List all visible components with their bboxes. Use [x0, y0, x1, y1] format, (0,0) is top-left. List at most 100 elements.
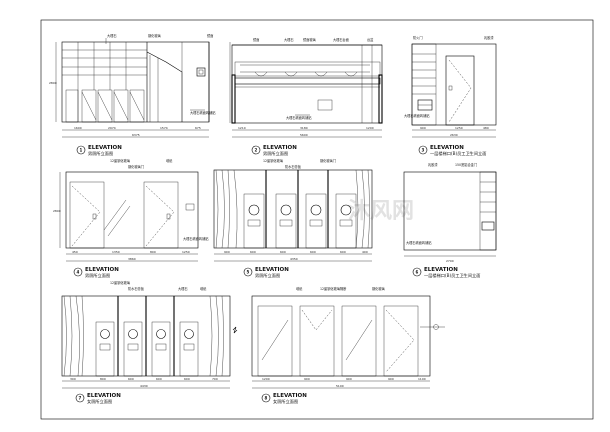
- material-callout: 大理石墙面砖铺贴: [190, 110, 216, 115]
- dimension-label: 4430: [140, 384, 148, 388]
- panel-8-tag: ELEVATION: [273, 393, 307, 399]
- dimension-label: 1100: [418, 377, 426, 381]
- material-callout: 大理石: [284, 37, 294, 42]
- dimension-label: 1574: [160, 126, 168, 130]
- material-callout: 大理石墙面砖铺贴: [286, 115, 312, 120]
- material-callout: 钢化玻璃: [148, 33, 162, 38]
- material-callout: 钢化玻璃门: [128, 164, 144, 169]
- dimension-label: 800: [100, 377, 106, 381]
- dimension-label: 450: [72, 250, 78, 254]
- material-callout: 大理石墙面砖铺贴: [183, 236, 209, 241]
- material-callout: 防水石膏板: [128, 286, 145, 291]
- panel-5-tag: ELEVATION: [255, 267, 289, 273]
- elevation-panel-3: 900 1250 480 2630 防火门 乳胶漆 大理石墙面砖铺贴 3 ELE…: [404, 35, 497, 157]
- panel-6-tag: ELEVATION: [424, 267, 458, 273]
- dimension-label: 3860: [128, 257, 136, 261]
- material-callout: 乳胶漆: [428, 162, 438, 167]
- panel-2-tag: ELEVATION: [263, 145, 297, 151]
- panel-number: 3: [422, 148, 425, 153]
- dimension-label: 600: [310, 250, 316, 254]
- dimension-label: 5600: [300, 133, 308, 137]
- material-callout: 台盆: [367, 37, 374, 42]
- dimension-label: 900: [304, 377, 310, 381]
- watermark: 沐风网: [348, 199, 414, 224]
- panel-4-title: 男厕所立面图: [85, 272, 110, 279]
- material-callout: 防水石膏板: [285, 164, 302, 169]
- elevation-panel-1: 1600 2974 1574 675 6375 2800 大理石 钢化玻璃 镜面…: [49, 33, 216, 157]
- dimension-label: 1250: [182, 250, 190, 254]
- panel-number: 6: [416, 270, 419, 275]
- dimension-label: 400: [362, 250, 368, 254]
- panel-6-title: 一层楼梯口(B)员工卫生间立面: [424, 272, 480, 279]
- dimension-label: 300: [70, 377, 76, 381]
- material-callout: 大理石墙面砖铺贴: [404, 113, 430, 118]
- dimension-label: 900: [346, 377, 352, 381]
- panel-7-title: 女厕所立面图: [87, 398, 112, 405]
- elevation-panel-7: 300 800 600 600 600 700 4430 12厘钢化玻璃 防水石…: [61, 280, 231, 405]
- dimension-label: 1210: [238, 126, 246, 130]
- elevation-panel-2: 1210 3180 1200 5600 镜面 大理石 镜面玻璃 大理石台面 台盆…: [229, 37, 383, 157]
- elevation-panel-4: 450 1350 800 1250 3860 2800 12厘钢化玻璃 钢化玻璃…: [53, 158, 209, 279]
- material-callout: 大理石: [178, 286, 188, 291]
- dimension-label: 600: [156, 377, 162, 381]
- material-callout: 乳胶漆: [484, 35, 494, 40]
- material-callout: 大理石台面: [333, 37, 349, 42]
- dimension-label: 675: [195, 126, 201, 130]
- dimension-label: 2800: [53, 209, 61, 213]
- dimension-label: 480: [483, 126, 489, 130]
- dimension-label: 2700: [446, 259, 454, 263]
- material-callout: 镜面玻璃: [303, 37, 317, 42]
- dimension-label: 2800: [49, 81, 57, 85]
- panel-3-tag: ELEVATION: [430, 145, 464, 151]
- material-callout: 镜面: [253, 37, 259, 42]
- dimension-label: 1200: [366, 126, 374, 130]
- dimension-label: 900: [224, 250, 230, 254]
- material-callout: 12厘钢化玻璃隔断: [320, 286, 347, 291]
- dimension-label: 600: [280, 250, 286, 254]
- panel-8-title: 女厕所立面图: [273, 398, 298, 405]
- material-callout: 墙纸: [200, 286, 207, 291]
- panel-4-tag: ELEVATION: [85, 267, 119, 273]
- dimension-label: 2630: [450, 133, 458, 137]
- panel-number: 5: [247, 270, 250, 275]
- dimension-label: 6375: [132, 133, 140, 137]
- panel-number: 4: [77, 270, 80, 275]
- dimension-label: 4350: [290, 257, 298, 261]
- dimension-label: 5100: [336, 384, 344, 388]
- material-callout: 镜面: [207, 33, 213, 38]
- material-callout: 12厘钢化玻璃: [110, 280, 131, 285]
- elevation-panel-5: 900 600 600 600 600 400 4350 12厘钢化玻璃 防水石…: [213, 158, 373, 279]
- material-callout: 150宽铝合金门: [455, 162, 477, 167]
- panel-1-tag: ELEVATION: [88, 145, 122, 151]
- material-callout: 大理石墙面砖铺贴: [406, 240, 432, 245]
- material-callout: 12厘钢化玻璃: [263, 158, 284, 163]
- break-line-symbol: [232, 326, 238, 334]
- dimension-label: 600: [340, 250, 346, 254]
- panel-1-title: 男厕所立面图: [88, 150, 113, 157]
- dimension-label: 900: [388, 377, 394, 381]
- material-callout: 钢化玻璃: [372, 286, 386, 291]
- panel-7-tag: ELEVATION: [87, 393, 121, 399]
- dimension-label: 1200: [262, 377, 270, 381]
- material-callout: 防火门: [413, 35, 423, 40]
- panel-5-title: 男厕所立面图: [255, 272, 280, 279]
- material-callout: 大理石: [107, 33, 117, 38]
- dimension-label: 600: [250, 250, 256, 254]
- dimension-label: 900: [420, 126, 426, 130]
- panel-number: 1: [80, 148, 83, 153]
- dimension-label: 600: [128, 377, 134, 381]
- elevation-panel-6: 2700 乳胶漆 150宽铝合金门 大理石墙面砖铺贴 6 ELEVATION 一…: [403, 162, 497, 279]
- elevation-panel-8: 1200 900 900 900 1100 5100 墙纸 12厘钢化玻璃隔断 …: [251, 286, 445, 405]
- dimension-label: 1350: [112, 250, 120, 254]
- dimension-label: 1600: [74, 126, 82, 130]
- panel-number: 7: [79, 396, 82, 401]
- dimension-label: 800: [150, 250, 156, 254]
- dimension-label: 700: [212, 377, 218, 381]
- dimension-label: 2974: [108, 126, 116, 130]
- panel-3-title: 一层楼梯口(B)员工卫生间立面: [430, 150, 486, 157]
- material-callout: 墙纸: [166, 158, 173, 163]
- panel-number: 8: [265, 396, 268, 401]
- dimension-label: 3180: [300, 126, 308, 130]
- material-callout: 钢化玻璃门: [320, 158, 336, 163]
